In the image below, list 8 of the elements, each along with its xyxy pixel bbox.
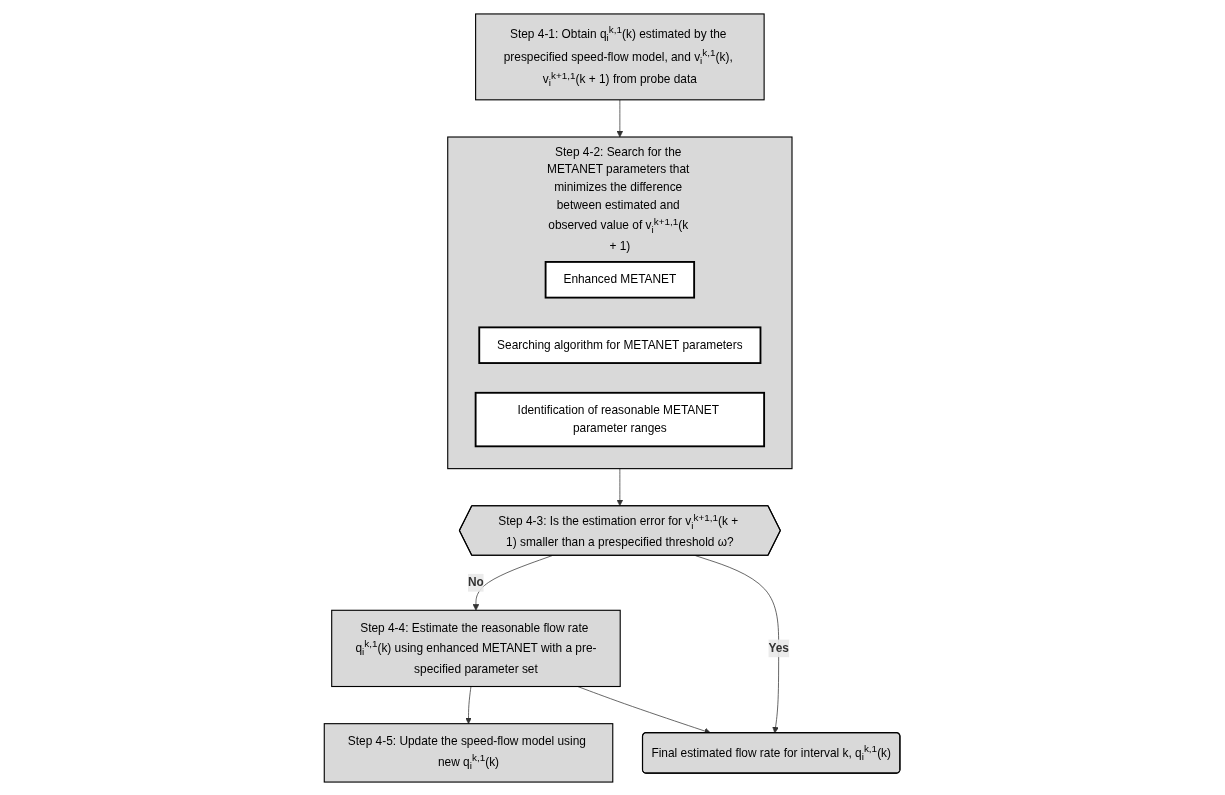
node-box: Searching algorithm for METANET parameters — [478, 325, 762, 364]
node-box: Identification of reasonable METANET parameter ranges — [475, 391, 766, 447]
node-box: Step 4-4: Estimate the reasonable flow rate q$_{i}$$^{k,1}$(k) using enhanced METANET with a pre-specified parameter set — [331, 609, 622, 687]
node-box: Enhanced METANET — [545, 260, 696, 299]
edge-label: No — [468, 575, 485, 589]
node-box: Step 4-5: Update the speed-flow model using new q$_{i}$$^{k,1}$(k) — [324, 722, 614, 783]
edge-label: Yes — [768, 641, 790, 654]
node-box: Step 4-1: Obtain q$_{i}$$^{k,1}$(k) estimated by the prespecified speed-flow model, and v$_{i}$$^{k,1}$(k), v$_{i}$$^{k+1,1}$(k + 1) from probe data — [475, 12, 766, 100]
